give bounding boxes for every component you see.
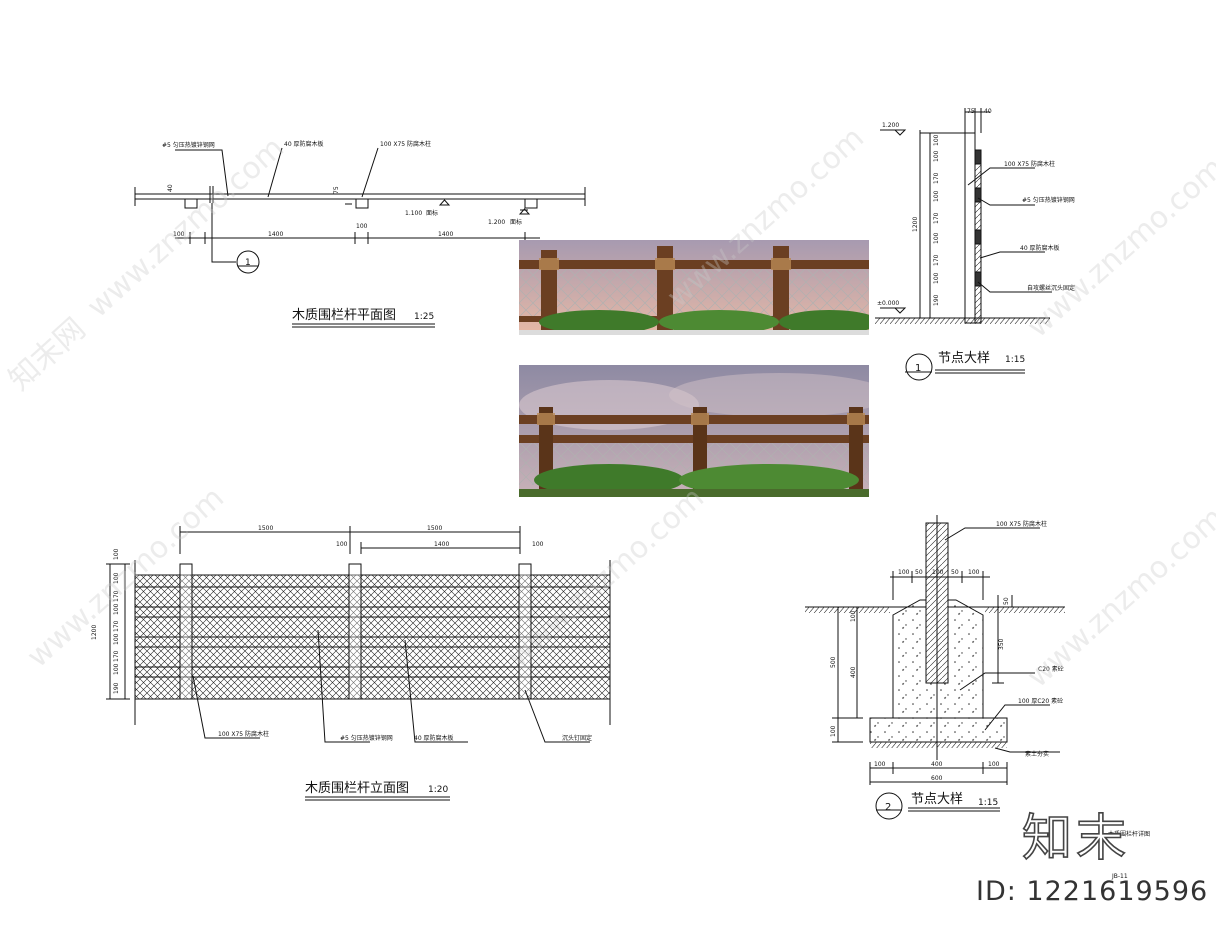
node1-scale: 1:15 [1005, 355, 1025, 365]
node2-scale: 1:15 [978, 798, 998, 808]
node1-dim-7: 100 [933, 272, 940, 284]
elev-left-dim-8: 190 [113, 682, 120, 694]
node2-dim-350: 350 [998, 638, 1005, 650]
node2-bottom-dim-2: 100 [988, 761, 1000, 768]
node2-concrete-label: C20 素砼 [1038, 665, 1064, 673]
plan-scale: 1:25 [414, 312, 434, 322]
node2-dim-400: 400 [850, 666, 857, 678]
node1-board-label: 40 厚防腐木板 [1020, 244, 1060, 252]
elev-left-dim-0: 100 [113, 548, 120, 560]
node2-dim-100a: 100 [850, 610, 857, 622]
node1-dim-2: 170 [933, 172, 940, 184]
node1-num: 1 [915, 363, 921, 374]
plan-text: #5 匀压热镀锌钢网 40 厚防腐木板 100 X75 防腐木柱 40 75 1… [162, 140, 522, 323]
node2-bottom-dim-0: 100 [874, 761, 886, 768]
node2-dim-50: 50 [1003, 597, 1010, 605]
node1-dim-4: 170 [933, 212, 940, 224]
plan-post-label: 100 X75 防腐木柱 [380, 140, 431, 148]
photo-gap [519, 335, 869, 365]
plan-detail-ref: 1 [245, 258, 251, 268]
elevation-scale: 1:20 [428, 785, 448, 795]
elev-fix-label: 沉头钉固定 [562, 734, 592, 742]
elev-sub-dim-2: 100 [532, 541, 544, 548]
fence-render-photo-1 [519, 240, 869, 335]
plan-level-1-note: 面标 [426, 209, 438, 217]
sheet-info: 木质围栏杆详图 JB-11 [1108, 830, 1150, 880]
node1-dim-0: 100 [933, 134, 940, 146]
elev-sub-dim-0: 100 [336, 541, 348, 548]
elev-left-dim-6: 170 [113, 650, 120, 662]
node1-dim-6: 170 [933, 254, 940, 266]
node1-top-level: 1.200 [882, 122, 899, 129]
node1-dim-8: 190 [933, 294, 940, 306]
elev-post-label: 100 X75 防腐木柱 [218, 730, 269, 738]
sheet-number: JB-11 [1111, 873, 1128, 880]
node1-dim-3: 100 [933, 190, 940, 202]
plan-dim-75: 75 [333, 186, 340, 194]
node1-post-label: 100 X75 防腐木柱 [1004, 160, 1055, 168]
elev-top-dim-1: 1500 [427, 525, 442, 532]
node1-ground-level: ±0.000 [877, 300, 899, 307]
elev-left-dim-7: 100 [113, 663, 120, 675]
plan-dim-40: 40 [167, 184, 174, 192]
node1-total: 1200 [912, 217, 919, 232]
plan-view [134, 147, 586, 328]
elev-mesh-label: #5 匀压热镀锌钢网 [340, 734, 393, 742]
node1-dim-1: 100 [933, 150, 940, 162]
plan-level-1: 1.100 [405, 210, 422, 217]
plan-board-label: 40 厚防腐木板 [284, 140, 324, 148]
elevation-title: 木质围栏杆立面图 [305, 781, 409, 796]
plan-level-2: 1.200 [488, 219, 505, 226]
elev-sub-dim-1: 1400 [434, 541, 449, 548]
plan-level-2-note: 面标 [510, 218, 522, 226]
node1-dim-40: 40 [984, 108, 992, 115]
node2-title: 节点大样 [911, 792, 963, 807]
elev-left-dim-5: 100 [113, 633, 120, 645]
elev-left-dim-2: 170 [113, 590, 120, 602]
node2-soil-label: 素土夯实 [1025, 750, 1049, 758]
elev-top-dim-0: 1500 [258, 525, 273, 532]
fence-render-photo-2 [519, 365, 869, 497]
node1-title: 节点大样 [938, 351, 990, 366]
node2-bottom-total: 600 [931, 775, 943, 782]
plan-mesh-label: #5 匀压热镀锌钢网 [162, 141, 215, 149]
node1-screw-label: 自攻螺丝沉头固定 [1027, 284, 1075, 292]
node2-top-dim-3: 50 [951, 569, 959, 576]
elevation-view [106, 526, 611, 801]
node1-text: 1.200 ±0.000 75 40 1200 100 100 170 100 … [877, 108, 1075, 374]
elev-total: 1200 [91, 625, 98, 640]
node2-bottom-dim-1: 400 [931, 761, 943, 768]
plan-dim-3: 1400 [438, 231, 453, 238]
sheet-note: 木质围栏杆详图 [1108, 830, 1150, 838]
node2-top-dim-0: 100 [898, 569, 910, 576]
elev-left-dim-4: 170 [113, 620, 120, 632]
plan-dim-1: 1400 [268, 231, 283, 238]
plan-title: 木质围栏杆平面图 [292, 308, 396, 323]
elev-board-label: 40 厚防腐木板 [414, 734, 454, 742]
node2-pad-label: 100 厚C20 素砼 [1018, 697, 1063, 705]
node-detail-1 [875, 108, 1052, 381]
node1-dim-5: 100 [933, 232, 940, 244]
plan-dim-2: 100 [356, 223, 368, 230]
node1-mesh-label: #5 匀压热镀锌钢网 [1022, 196, 1075, 204]
plan-dim-0: 100 [173, 231, 185, 238]
sheet-id: ID: 1221619596 [976, 876, 1209, 907]
node2-top-dim-1: 50 [915, 569, 923, 576]
elev-left-dim-1: 100 [113, 572, 120, 584]
node2-post-label: 100 X75 防腐木柱 [996, 520, 1047, 528]
elevation-text: 1500 1500 100 1400 100 1200 100 100 170 … [91, 525, 592, 796]
node1-dim-75: 75 [967, 108, 975, 115]
node2-top-dim-2: 100 [932, 569, 944, 576]
brand-logo: 知末 [1021, 808, 1130, 868]
elev-left-dim-3: 100 [113, 603, 120, 615]
node2-dim-500: 500 [830, 656, 837, 668]
node2-num: 2 [885, 802, 891, 813]
node2-top-dim-4: 100 [968, 569, 980, 576]
node2-text: 100 X75 防腐木柱 100 50 100 50 100 50 100 50… [830, 520, 1064, 813]
node2-dim-100b: 100 [830, 725, 837, 737]
node-detail-2 [805, 515, 1065, 820]
